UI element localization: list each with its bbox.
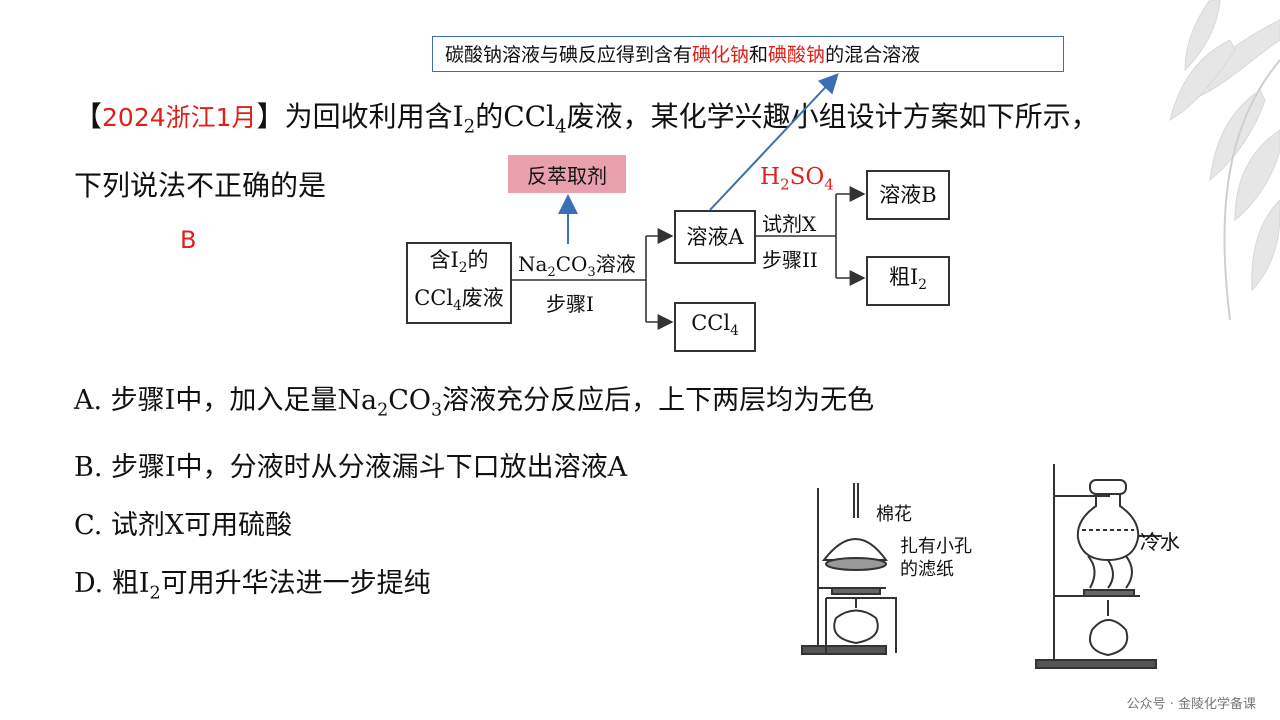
callout-text: 的混合溶液 <box>825 44 921 66</box>
back-extraction-label: 反萃取剂 <box>508 155 626 193</box>
step1-label: 步骤I <box>546 292 594 316</box>
flow-arrows <box>512 186 866 330</box>
option-a: A. 步骤I中，加入足量Na2CO3溶液充分反应后，上下两层均为无色 <box>74 385 875 421</box>
flow-box-ccl4: CCl4 <box>674 302 756 352</box>
flow-box-solution-a: 溶液A <box>674 210 756 264</box>
question-source: 2024浙江1月 <box>102 103 257 132</box>
subscript: 2 <box>463 116 476 138</box>
label-filter-paper-2: 的滤纸 <box>900 559 954 580</box>
question-text-line2: 下列说法不正确的是 <box>74 168 327 202</box>
question-stem: 【2024浙江1月】为回收利用含I2的CCl4废液，某化学兴趣小组设计方案如下所… <box>74 88 1224 215</box>
answer-mark: B <box>180 226 197 254</box>
subscript: 4 <box>555 116 567 138</box>
question-text: 废液，某化学兴趣小组设计方案如下所示， <box>566 100 1099 133</box>
flow-box-solution-b: 溶液B <box>866 170 950 220</box>
reagent-na2co3-label: Na2CO3溶液 <box>518 252 636 280</box>
sublimation-apparatus-flask <box>1035 464 1162 669</box>
answer-options: A. 步骤I中，加入足量Na2CO3溶液充分反应后，上下两层均为无色 B. 步骤… <box>74 372 874 623</box>
question-text: 的CCl <box>475 100 556 133</box>
option-c: C. 试剂X可用硫酸 <box>74 510 293 542</box>
label-cold-water: 冷水 <box>1140 530 1180 554</box>
option-d: D. 粗I2可用升华法进一步提纯 <box>74 568 431 604</box>
flow-box-crude-iodine: 粗I2 <box>866 256 950 306</box>
callout-highlight-naio3: 碘酸钠 <box>768 44 826 66</box>
callout-text: 和 <box>749 44 769 66</box>
step2-label: 步骤II <box>762 248 818 272</box>
question-text: 为回收利用含I <box>284 100 464 133</box>
label-filter-paper-1: 扎有小孔 <box>900 536 972 557</box>
option-b: B. 步骤I中，分液时从分液漏斗下口放出溶液A <box>74 452 628 484</box>
h2so4-label: H2SO4 <box>760 164 834 194</box>
callout-text: 碳酸钠溶液与碘反应得到含有 <box>445 44 693 66</box>
explanation-callout: 碳酸钠溶液与碘反应得到含有碘化钠和碘酸钠的混合溶液 <box>432 36 1064 72</box>
decorative-leaves <box>1169 0 1280 321</box>
label-cotton: 棉花 <box>876 504 912 525</box>
watermark: 公众号 · 金陵化学备课 <box>1126 697 1256 712</box>
sublimation-apparatus-funnel <box>801 483 897 655</box>
reagent-x-label: 试剂X <box>762 212 817 236</box>
callout-highlight-nai: 碘化钠 <box>692 44 750 66</box>
